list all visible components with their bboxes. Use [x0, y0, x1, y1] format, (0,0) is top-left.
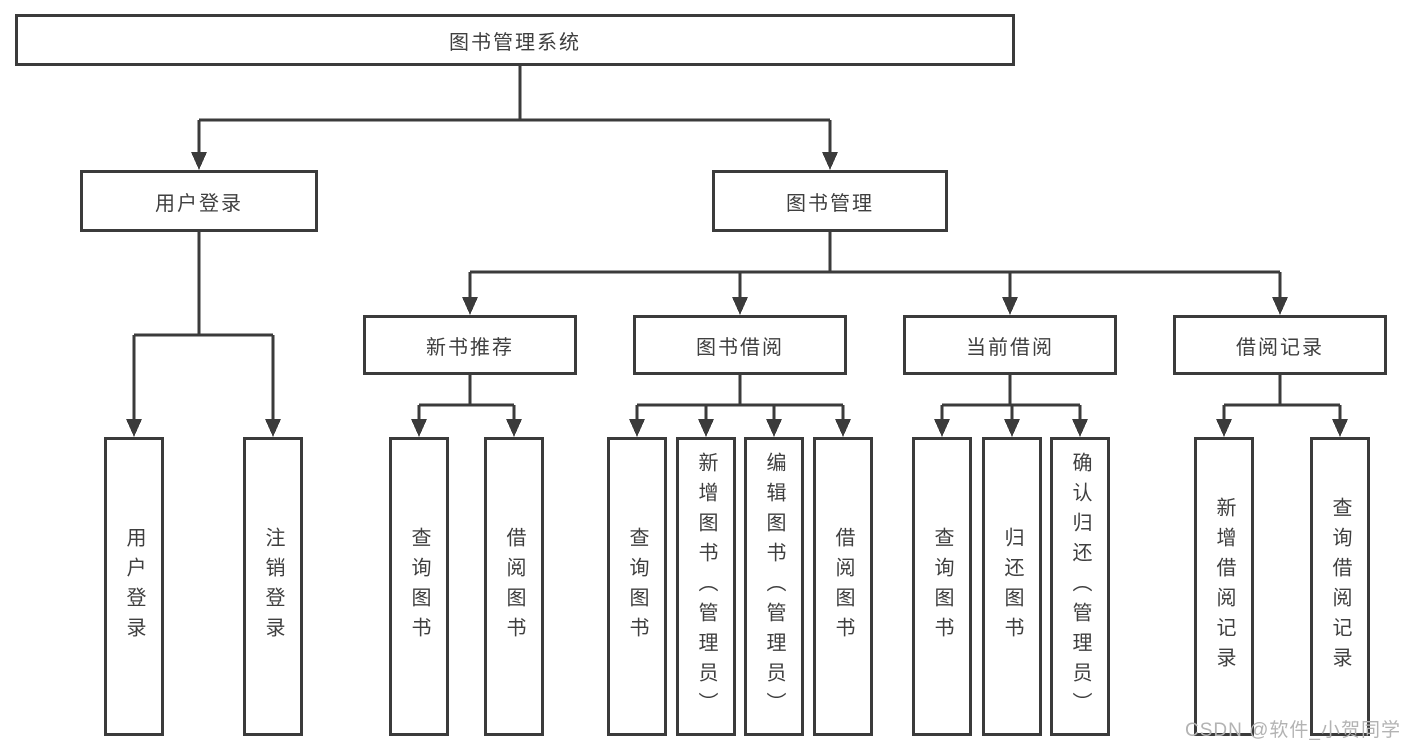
node-book-borrow-label: 图书借阅	[696, 336, 784, 359]
leaf-logout: 注销登录	[243, 437, 303, 736]
arrowhead	[1004, 419, 1020, 437]
arrowhead	[506, 419, 522, 437]
arrowhead	[1272, 297, 1288, 315]
leaf-add-borrow-record: 新增借阅记录	[1194, 437, 1254, 736]
node-new-book-recommend: 新书推荐	[363, 315, 577, 375]
leaf-query-books-current-label: 查询图书	[931, 526, 953, 647]
node-new-book-recommend-label: 新书推荐	[426, 336, 514, 359]
leaf-logout-label: 注销登录	[262, 526, 284, 647]
leaf-query-books-borrow: 查询图书	[607, 437, 667, 736]
leaf-confirm-return-admin-label: 确认归还（管理员）	[1069, 451, 1091, 722]
leaf-query-books-borrow-label: 查询图书	[626, 526, 648, 647]
arrowhead	[698, 419, 714, 437]
node-library-system: 图书管理系统	[15, 14, 1015, 66]
arrowhead	[934, 419, 950, 437]
arrowhead	[1002, 297, 1018, 315]
arrowhead	[629, 419, 645, 437]
arrowhead	[126, 419, 142, 437]
arrowhead	[732, 297, 748, 315]
csdn-watermark: CSDN @软件_小贺同学	[1185, 720, 1401, 741]
node-book-management-label: 图书管理	[786, 192, 874, 215]
leaf-add-books-admin: 新增图书（管理员）	[676, 437, 736, 736]
node-current-borrow: 当前借阅	[903, 315, 1117, 375]
node-book-borrow: 图书借阅	[633, 315, 847, 375]
leaf-borrow-books: 借阅图书	[813, 437, 873, 736]
arrowhead	[835, 419, 851, 437]
arrowhead	[411, 419, 427, 437]
arrowhead	[1072, 419, 1088, 437]
leaf-borrow-books-recommend-label: 借阅图书	[503, 526, 525, 647]
leaf-borrow-books-recommend: 借阅图书	[484, 437, 544, 736]
leaf-add-books-admin-label: 新增图书（管理员）	[695, 451, 717, 722]
arrowhead	[265, 419, 281, 437]
leaf-borrow-books-label: 借阅图书	[832, 526, 854, 647]
arrowhead	[462, 297, 478, 315]
node-borrow-records-label: 借阅记录	[1236, 336, 1324, 359]
node-current-borrow-label: 当前借阅	[966, 336, 1054, 359]
leaf-edit-books-admin-label: 编辑图书（管理员）	[763, 451, 785, 722]
leaf-query-books-current: 查询图书	[912, 437, 972, 736]
node-book-management: 图书管理	[712, 170, 948, 232]
arrowhead	[766, 419, 782, 437]
leaf-query-borrow-record-label: 查询借阅记录	[1329, 496, 1351, 677]
arrowhead	[191, 152, 207, 170]
leaf-add-borrow-record-label: 新增借阅记录	[1213, 496, 1235, 677]
leaf-query-borrow-record: 查询借阅记录	[1310, 437, 1370, 736]
leaf-user-login-label: 用户登录	[123, 526, 145, 647]
arrowhead	[822, 152, 838, 170]
arrowhead	[1216, 419, 1232, 437]
leaf-return-books-label: 归还图书	[1001, 526, 1023, 647]
node-borrow-records: 借阅记录	[1173, 315, 1387, 375]
node-user-login-label: 用户登录	[155, 192, 243, 215]
leaf-confirm-return-admin: 确认归还（管理员）	[1050, 437, 1110, 736]
leaf-return-books: 归还图书	[982, 437, 1042, 736]
leaf-query-books-recommend-label: 查询图书	[408, 526, 430, 647]
arrowhead	[1332, 419, 1348, 437]
node-library-system-label: 图书管理系统	[449, 31, 581, 54]
leaf-query-books-recommend: 查询图书	[389, 437, 449, 736]
leaf-user-login: 用户登录	[104, 437, 164, 736]
leaf-edit-books-admin: 编辑图书（管理员）	[744, 437, 804, 736]
node-user-login: 用户登录	[80, 170, 318, 232]
